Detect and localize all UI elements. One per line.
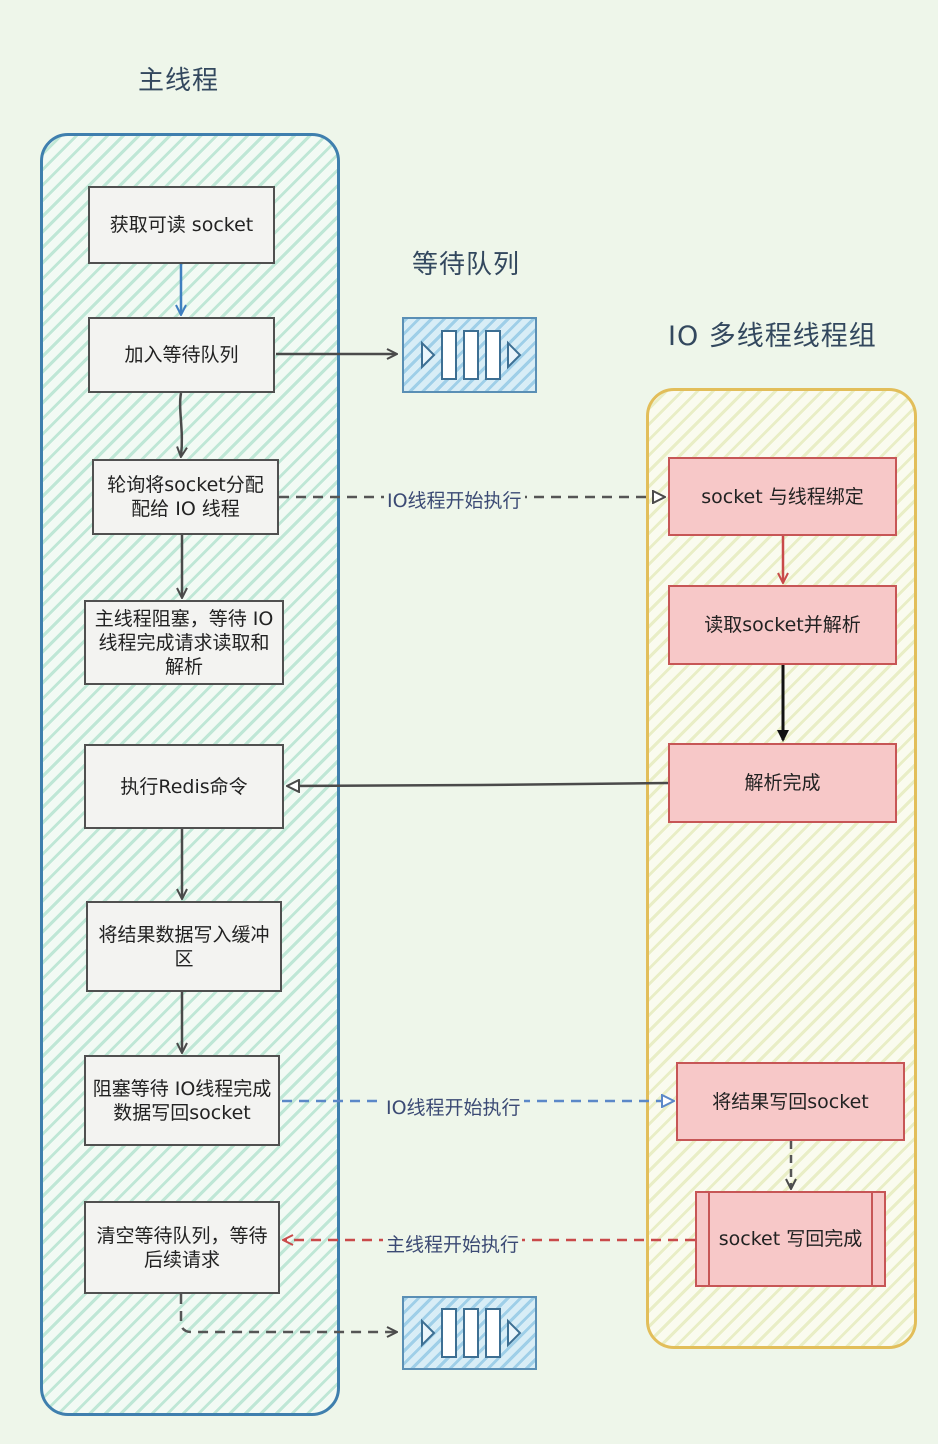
label-io-start-2: IO线程开始执行 <box>383 1093 524 1120</box>
step-add-to-queue: 加入等待队列 <box>88 317 275 393</box>
waiting-queue-title: 等待队列 <box>412 250 521 280</box>
step-clear-queue: 清空等待队列，等待后续请求 <box>84 1201 280 1294</box>
arrow-r3-s5 <box>288 783 669 786</box>
io-parse-done: 解析完成 <box>668 743 897 823</box>
io-write-back-socket: 将结果写回socket <box>676 1062 905 1141</box>
queue-icon <box>421 330 522 380</box>
step-main-block-wait: 主线程阻塞，等待 IO 线程完成请求读取和解析 <box>84 600 284 685</box>
io-bind-socket: socket 与线程绑定 <box>668 457 897 536</box>
io-write-back-done-label: socket 写回完成 <box>718 1228 863 1250</box>
io-group-title: IO 多线程线程组 <box>668 321 877 352</box>
label-io-start-1: IO线程开始执行 <box>384 486 525 513</box>
step-exec-redis-command: 执行Redis命令 <box>84 744 284 829</box>
waiting-queue-top <box>402 317 537 393</box>
arrow-s2-s3 <box>180 392 182 456</box>
step-get-readable-socket: 获取可读 socket <box>88 186 275 264</box>
io-write-back-done: socket 写回完成 <box>695 1191 886 1287</box>
label-main-start: 主线程开始执行 <box>383 1230 523 1257</box>
waiting-queue-bottom <box>402 1296 537 1370</box>
step-block-wait-writeback: 阻塞等待 IO线程完成数据写回socket <box>84 1055 280 1146</box>
arrow-s8-queue <box>179 1294 396 1332</box>
io-thread-group-lane <box>646 388 917 1349</box>
step-assign-socket-io: 轮询将socket分配配给 IO 线程 <box>92 459 279 535</box>
main-thread-title: 主线程 <box>138 66 220 96</box>
io-read-parse-socket: 读取socket并解析 <box>668 585 897 665</box>
step-write-buffer: 将结果数据写入缓冲区 <box>86 901 282 992</box>
io-write-back-done-inner: socket 写回完成 <box>708 1193 873 1285</box>
queue-icon <box>421 1308 522 1358</box>
